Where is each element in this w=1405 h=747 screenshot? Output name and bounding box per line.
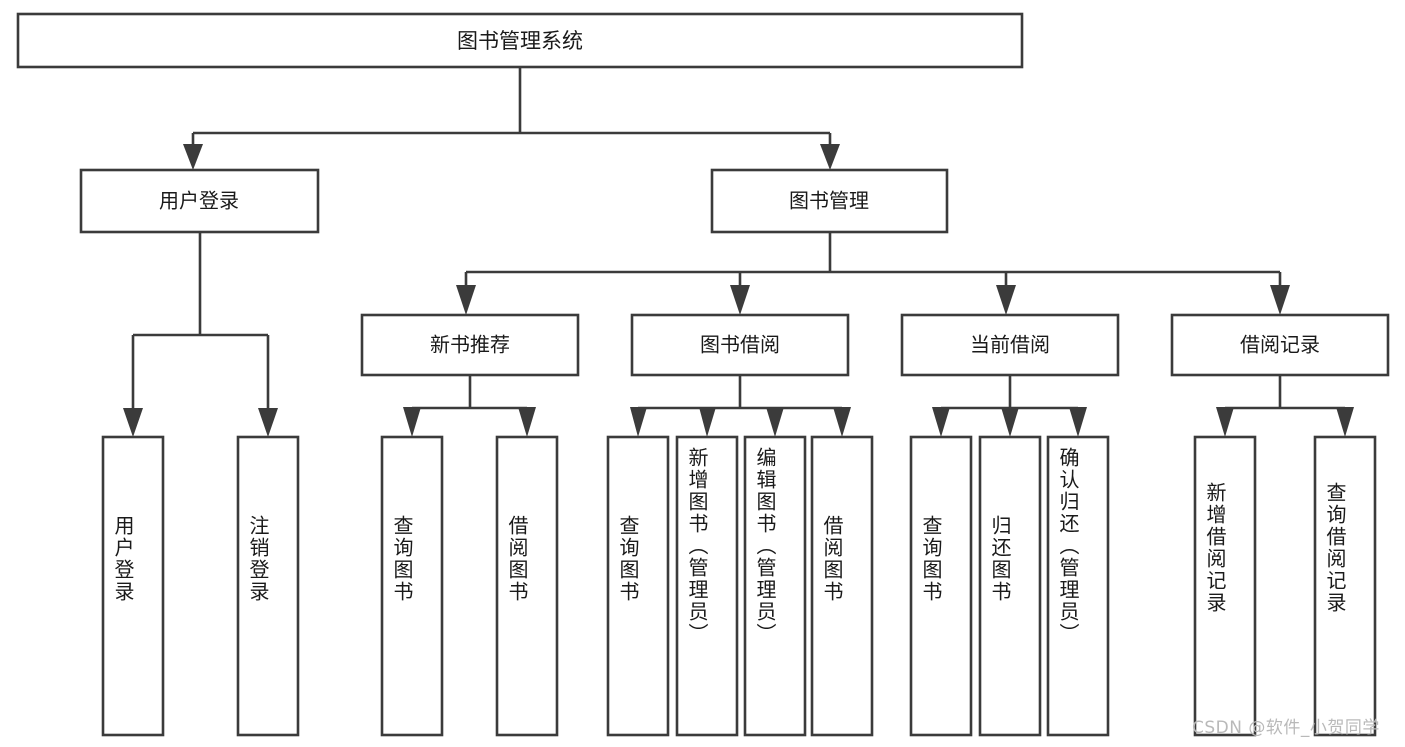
connector-group-root — [183, 67, 840, 170]
leaf-box-logout-login[interactable] — [236, 435, 300, 737]
node-user-login-box[interactable] — [79, 168, 320, 234]
arrowhead-bookmgmt — [820, 144, 840, 170]
node-book-borrow-label: 图书借阅 — [700, 333, 780, 357]
leaf-box-query-record[interactable] — [1313, 435, 1377, 737]
node-root-label: 图书管理系统 — [457, 29, 583, 53]
arrowhead-leaf-confirm-return — [1069, 407, 1087, 437]
node-book-borrow-box[interactable] — [630, 313, 850, 377]
node-book-management[interactable]: 图书管理 — [710, 168, 949, 234]
connector-group-book-borrow — [630, 375, 851, 437]
leaf-box-borrow-book-2[interactable] — [810, 435, 874, 737]
node-user-login[interactable]: 用户登录 — [79, 168, 320, 234]
connector-group-userlogin — [123, 232, 278, 437]
arrowhead-leaf-logout-login — [258, 408, 278, 437]
node-current-borrow-box[interactable] — [900, 313, 1120, 377]
connector-group-current-borrow — [932, 375, 1087, 437]
leaf-box-query-book-2[interactable] — [606, 435, 670, 737]
arrowhead-leaf-query-book-1 — [403, 407, 421, 437]
leaf-box-confirm-return[interactable] — [1046, 435, 1110, 737]
node-current-borrow-label: 当前借阅 — [970, 333, 1050, 357]
leaf-box-add-record[interactable] — [1193, 435, 1257, 737]
node-root[interactable]: 图书管理系统 — [16, 12, 1024, 69]
arrowhead-leaf-query-book-2 — [630, 407, 647, 437]
node-current-borrow[interactable]: 当前借阅 — [900, 313, 1120, 377]
arrowhead-leaf-return-book — [1001, 407, 1019, 437]
arrowhead-borrow-record — [1270, 285, 1290, 315]
node-root-box[interactable] — [16, 12, 1024, 69]
arrowhead-leaf-borrow-book-1 — [518, 407, 536, 437]
node-borrow-record-label: 借阅记录 — [1240, 333, 1320, 357]
arrowhead-leaf-add-record — [1216, 407, 1234, 437]
node-book-management-box[interactable] — [710, 168, 949, 234]
leaf-box-borrow-book-1[interactable] — [495, 435, 559, 737]
arrowhead-leaf-query-book-3 — [932, 407, 950, 437]
leaf-box-return-book[interactable] — [978, 435, 1042, 737]
arrowhead-leaf-query-record — [1336, 407, 1354, 437]
leaf-box-user-login[interactable] — [101, 435, 165, 737]
node-book-management-label: 图书管理 — [789, 189, 869, 213]
arrowhead-leaf-borrow-book-2 — [833, 407, 851, 437]
connector-group-borrow-record — [1216, 375, 1354, 437]
node-new-book-recommend[interactable]: 新书推荐 — [360, 313, 580, 377]
arrowhead-current-borrow — [996, 285, 1016, 315]
leaf-box-query-book-1[interactable] — [380, 435, 444, 737]
csdn-watermark: CSDN @软件_小贺同学 — [1192, 718, 1380, 738]
node-book-borrow[interactable]: 图书借阅 — [630, 313, 850, 377]
arrowhead-leaf-user-login — [123, 408, 143, 437]
node-user-login-label: 用户登录 — [159, 189, 239, 213]
leaf-box-edit-book[interactable] — [743, 435, 807, 737]
node-new-book-recommend-box[interactable] — [360, 313, 580, 377]
connector-group-bookmgmt — [456, 232, 1290, 315]
leaf-box-add-book[interactable] — [675, 435, 739, 737]
arrowhead-userlogin — [183, 144, 203, 170]
arrowhead-new-book-recommend — [456, 285, 476, 315]
node-borrow-record[interactable]: 借阅记录 — [1170, 313, 1390, 377]
node-borrow-record-box[interactable] — [1170, 313, 1390, 377]
arrowhead-leaf-add-book — [699, 407, 716, 437]
leaf-box-query-book-3[interactable] — [909, 435, 973, 737]
node-new-book-recommend-label: 新书推荐 — [430, 333, 510, 357]
connector-group-new-book-recommend — [403, 375, 536, 437]
arrowhead-book-borrow — [730, 285, 750, 315]
arrowhead-leaf-edit-book — [766, 407, 784, 437]
